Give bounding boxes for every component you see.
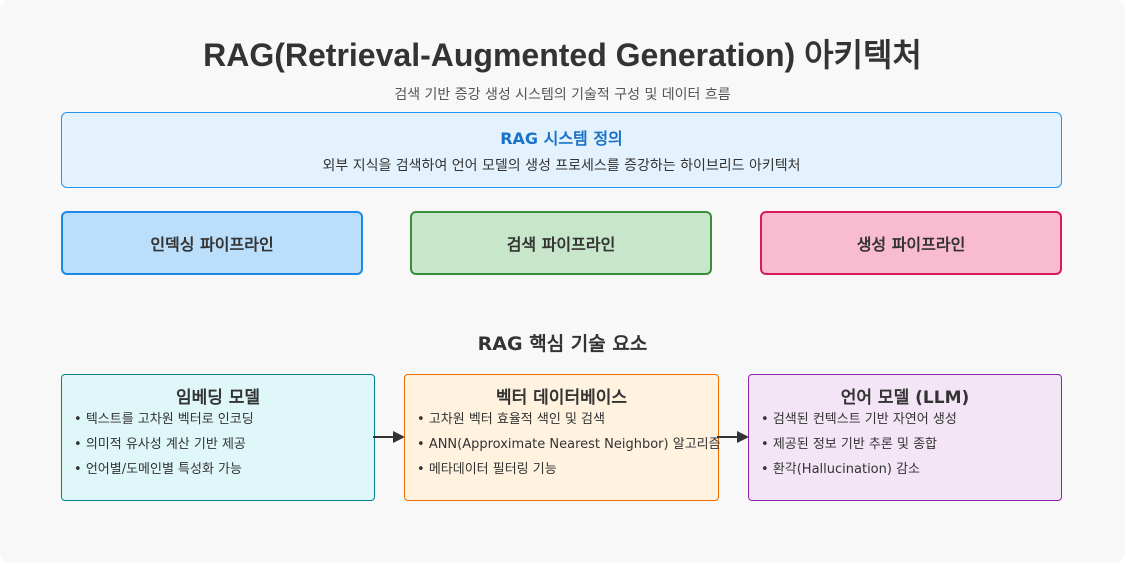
generation-pipeline-box: 생성 파이프라인 <box>760 211 1062 275</box>
language-model-box: 언어 모델 (LLM) 검색된 컨텍스트 기반 자연어 생성 제공된 정보 기반… <box>748 374 1062 501</box>
arrow-right-icon <box>373 431 405 443</box>
list-item: 메타데이터 필터링 기능 <box>417 461 721 486</box>
list-item: 텍스트를 고차원 벡터로 인코딩 <box>74 411 254 436</box>
generation-pipeline-label: 생성 파이프라인 <box>856 235 966 254</box>
diagram-title: RAG(Retrieval-Augmented Generation) 아키텍처 <box>203 37 922 73</box>
list-item: ANN(Approximate Nearest Neighbor) 알고리즘 <box>417 436 721 461</box>
indexing-pipeline-label: 인덱싱 파이프라인 <box>150 235 274 254</box>
vector-database-box: 벡터 데이터베이스 고차원 벡터 효율적 색인 및 검색 ANN(Approxi… <box>404 374 721 501</box>
list-item: 환각(Hallucination) 감소 <box>761 461 957 486</box>
embedding-model-title: 임베딩 모델 <box>175 388 261 408</box>
vector-database-list: 고차원 벡터 효율적 색인 및 검색 ANN(Approximate Neare… <box>417 411 721 486</box>
embedding-model-box: 임베딩 모델 텍스트를 고차원 벡터로 인코딩 의미적 유사성 계산 기반 제공… <box>61 374 375 501</box>
list-item: 의미적 유사성 계산 기반 제공 <box>74 436 254 461</box>
list-item: 고차원 벡터 효율적 색인 및 검색 <box>417 411 721 436</box>
vector-database-title: 벡터 데이터베이스 <box>495 388 628 408</box>
language-model-title: 언어 모델 (LLM) <box>840 388 970 408</box>
search-pipeline-box: 검색 파이프라인 <box>410 211 712 275</box>
definition-description: 외부 지식을 검색하여 언어 모델의 생성 프로세스를 증강하는 하이브리드 아… <box>322 158 801 174</box>
list-item: 검색된 컨텍스트 기반 자연어 생성 <box>761 411 957 436</box>
indexing-pipeline-box: 인덱싱 파이프라인 <box>61 211 363 275</box>
definition-title: RAG 시스템 정의 <box>500 129 623 148</box>
list-item: 언어별/도메인별 특성화 가능 <box>74 461 254 486</box>
language-model-list: 검색된 컨텍스트 기반 자연어 생성 제공된 정보 기반 추론 및 종합 환각(… <box>761 411 957 486</box>
diagram-subtitle: 검색 기반 증강 생성 시스템의 기술적 구성 및 데이터 흐름 <box>394 87 731 103</box>
arrow-right-icon <box>717 431 749 443</box>
embedding-model-list: 텍스트를 고차원 벡터로 인코딩 의미적 유사성 계산 기반 제공 언어별/도메… <box>74 411 254 486</box>
core-components-heading: RAG 핵심 기술 요소 <box>477 333 648 355</box>
search-pipeline-label: 검색 파이프라인 <box>506 235 616 254</box>
definition-box: RAG 시스템 정의 외부 지식을 검색하여 언어 모델의 생성 프로세스를 증… <box>61 112 1062 188</box>
list-item: 제공된 정보 기반 추론 및 종합 <box>761 436 957 461</box>
